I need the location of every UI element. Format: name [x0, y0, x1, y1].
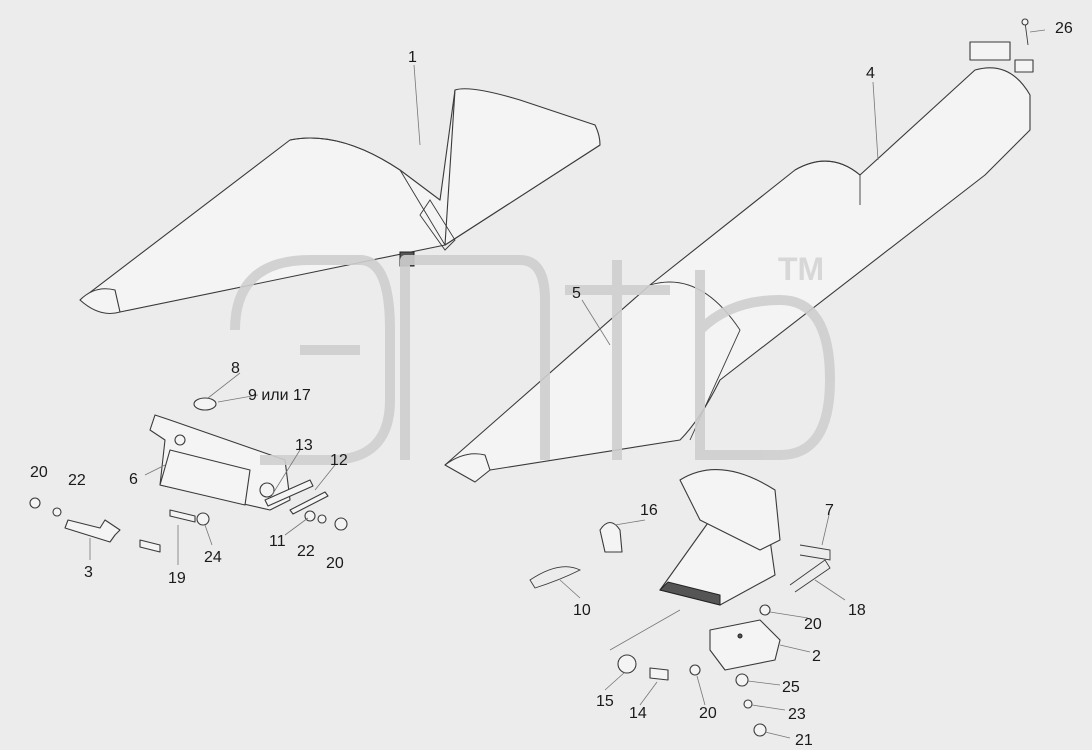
callout-20-right: 20 — [804, 616, 822, 633]
part-2-mounting-plate — [709, 619, 781, 671]
callout-9-or-17: 9 или 17 — [248, 387, 311, 404]
leader-lines — [89, 29, 1046, 739]
callout-6: 6 — [129, 471, 138, 488]
callout-7: 7 — [825, 502, 834, 519]
callout-22-right: 22 — [297, 543, 315, 560]
callout-20-bottom: 20 — [699, 705, 717, 722]
callout-16: 16 — [640, 502, 658, 519]
right-fasteners — [617, 604, 771, 737]
callout-4: 4 — [866, 65, 875, 82]
callout-20-mid: 20 — [326, 555, 344, 572]
callout-24: 24 — [204, 549, 222, 566]
callout-19: 19 — [168, 570, 186, 587]
part-6-left-bracket — [149, 414, 291, 511]
part-10-cotter-pin — [529, 566, 582, 589]
callout-13: 13 — [295, 437, 313, 454]
callout-18: 18 — [848, 602, 866, 619]
left-fasteners — [29, 479, 348, 553]
callout-11: 11 — [269, 533, 286, 550]
callout-5: 5 — [572, 285, 581, 302]
part-4-right-divider — [444, 41, 1034, 483]
callout-14: 14 — [629, 705, 647, 722]
watermark-logo: TM — [230, 251, 835, 465]
callout-2: 2 — [812, 648, 821, 665]
callout-8: 8 — [231, 360, 240, 377]
trademark-mark: TM — [778, 251, 824, 287]
right-bracket-assembly — [659, 469, 781, 606]
callout-12: 12 — [330, 452, 348, 469]
callout-26: 26 — [1055, 20, 1073, 37]
part-26-pin — [1021, 18, 1029, 46]
part-1-left-divider — [79, 88, 601, 315]
callout-labels: 1 4 26 5 8 9 или 17 13 12 6 20 22 3 19 2… — [30, 20, 1073, 749]
part-3-handle — [64, 519, 121, 543]
callout-20-left: 20 — [30, 464, 48, 481]
callout-3: 3 — [84, 564, 93, 581]
callout-23: 23 — [788, 706, 806, 723]
callout-10: 10 — [573, 602, 591, 619]
callout-22-left: 22 — [68, 472, 86, 489]
callout-15: 15 — [596, 693, 614, 710]
part-16-cap — [599, 521, 623, 553]
callout-1: 1 — [408, 49, 417, 66]
callout-25: 25 — [782, 679, 800, 696]
callout-21: 21 — [795, 732, 813, 749]
part-8-washer — [193, 397, 217, 411]
u-bolts — [789, 544, 831, 593]
